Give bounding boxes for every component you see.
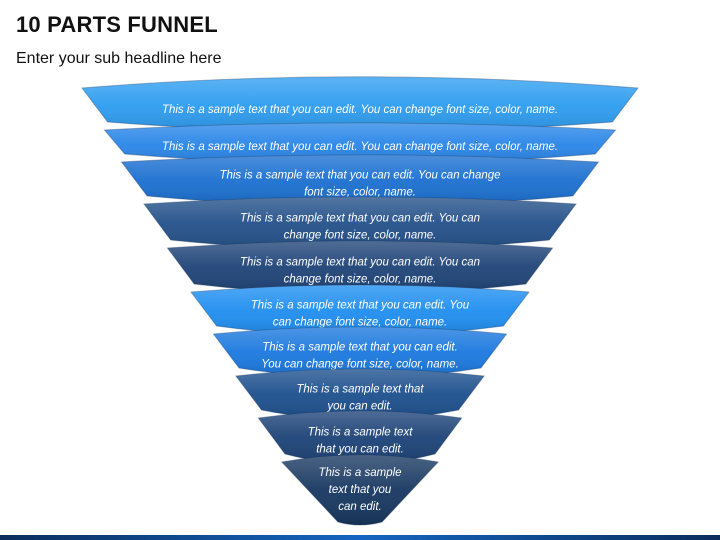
funnel-level-text: you can edit. (326, 401, 392, 413)
bottom-accent-bar (0, 535, 720, 540)
page-subtitle: Enter your sub headline here (16, 50, 222, 67)
funnel-level-2: This is a sample text that you can edit.… (103, 122, 617, 165)
funnel-level-text: This is a sample text that (296, 384, 424, 396)
funnel-level-text: This is a sample text that you can edit. (262, 342, 458, 354)
funnel-level-text: This is a sample text that you can edit.… (251, 300, 470, 312)
funnel-level-text: This is a sample text that you can edit.… (219, 170, 500, 182)
funnel-level-shine (121, 155, 599, 206)
funnel-level-shine (82, 76, 638, 132)
funnel-level-text: that you can edit. (316, 444, 404, 456)
funnel-level-text: This is a sample text (308, 427, 414, 439)
funnel-level-4: This is a sample text that you can edit.… (143, 196, 577, 251)
funnel-level-3: This is a sample text that you can edit.… (120, 154, 600, 207)
funnel-level-text: change font size, color, name. (284, 230, 437, 242)
funnel-level-8: This is a sample text that you can edit. (234, 368, 486, 421)
funnel-level-text: can change font size, color, name. (273, 317, 448, 329)
funnel-level-5: This is a sample text that you can edit.… (166, 240, 554, 295)
funnel-level-text: You can change font size, color, name. (261, 359, 459, 371)
funnel-level-shine (281, 455, 439, 525)
funnel-level-shine (190, 285, 530, 336)
funnel-level-shine (104, 123, 616, 164)
page-title: 10 PARTS FUNNEL (16, 12, 218, 37)
funnel-level-text: This is a sample text that you can edit.… (162, 104, 558, 116)
funnel-level-text: change font size, color, name. (284, 274, 437, 286)
funnel-level-1: This is a sample text that you can edit.… (81, 76, 639, 133)
funnel-level-7: This is a sample text that you can edit.… (212, 326, 508, 379)
funnel-level-text: font size, color, name. (304, 187, 416, 199)
funnel-level-shine (258, 411, 462, 464)
funnel-level-text: This is a sample text that you can edit.… (240, 257, 480, 269)
funnel-level-9: This is a sample text that you can edit. (257, 410, 463, 465)
funnel-level-6: This is a sample text that you can edit.… (190, 284, 530, 337)
funnel-level-text: This is a sample (318, 467, 401, 479)
funnel-level-text: text that you (329, 484, 392, 496)
funnel-level-text: This is a sample text that you can edit.… (240, 213, 480, 225)
funnel-level-shine (167, 241, 553, 294)
funnel-level-10: This is a sample text that you can edit. (280, 454, 440, 526)
funnel-level-shine (213, 327, 507, 378)
funnel-level-text: This is a sample text that you can edit.… (162, 141, 558, 153)
funnel-level-shine (143, 197, 577, 250)
funnel-level-shine (235, 369, 485, 420)
funnel-level-text: can edit. (338, 501, 381, 513)
